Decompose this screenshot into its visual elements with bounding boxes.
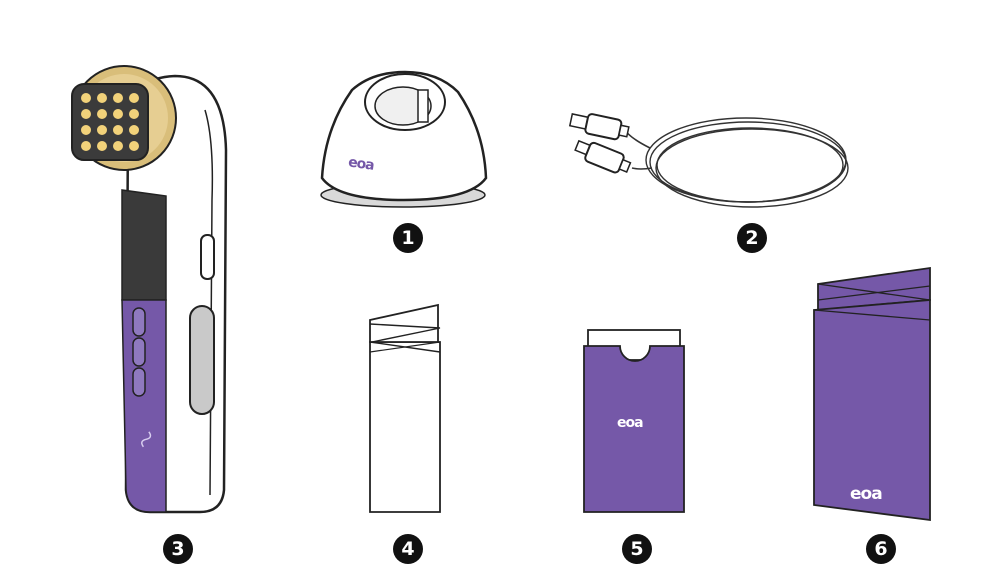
dock-logo: eoa xyxy=(347,154,375,173)
booklet-logo: eoa xyxy=(850,484,882,504)
sleeve-logo: eoa xyxy=(617,415,643,431)
badge-1: 1 xyxy=(393,223,423,253)
badge-3: 3 xyxy=(163,534,193,564)
badge-6: 6 xyxy=(866,534,896,564)
badge-5: 5 xyxy=(622,534,652,564)
badge-2: 2 xyxy=(737,223,767,253)
badge-4: 4 xyxy=(393,534,423,564)
